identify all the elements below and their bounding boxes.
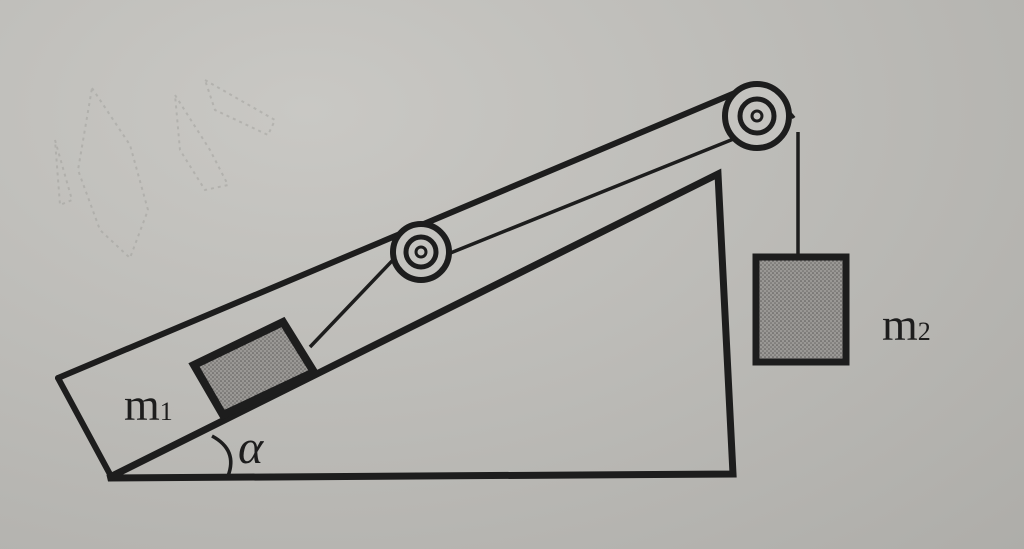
angle-label: α bbox=[238, 421, 264, 474]
background-smudge bbox=[54, 77, 277, 260]
angle-arc bbox=[211, 434, 233, 477]
block-m1 bbox=[188, 316, 320, 421]
m1-index: 1 bbox=[159, 397, 173, 426]
inclined-plane bbox=[106, 168, 737, 482]
block-m2 bbox=[752, 253, 850, 366]
top-pulley bbox=[722, 81, 792, 151]
m1-letter: m bbox=[124, 379, 160, 430]
m1-label: m1 bbox=[124, 378, 173, 431]
m2-label: m2 bbox=[882, 298, 931, 351]
m2-letter: m bbox=[882, 299, 918, 350]
m2-index: 2 bbox=[917, 317, 931, 346]
middle-pulley bbox=[390, 221, 452, 283]
